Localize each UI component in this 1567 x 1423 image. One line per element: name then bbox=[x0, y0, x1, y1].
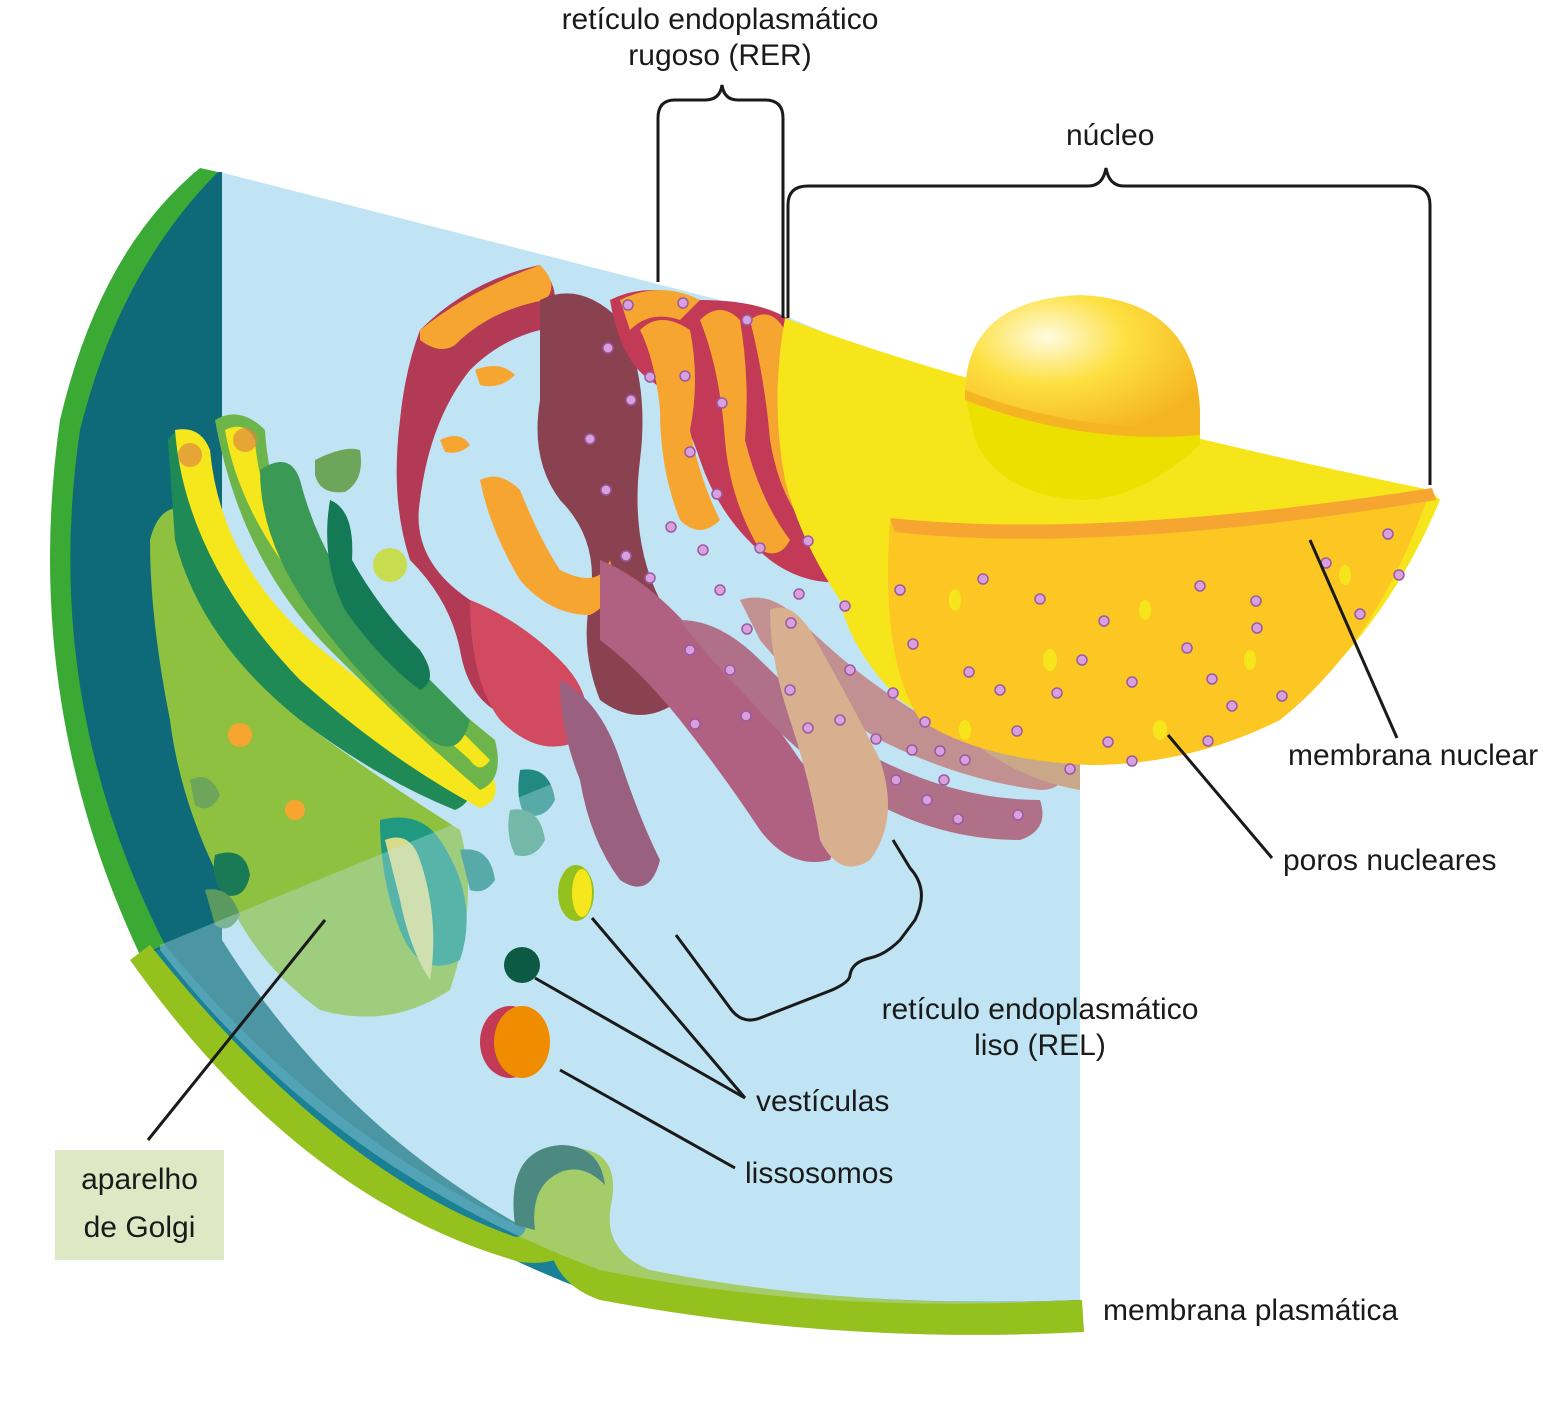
nucleus bbox=[777, 295, 1440, 765]
rel-label-line2: liso (REL) bbox=[974, 1029, 1106, 1062]
plasma-membrane bbox=[50, 168, 218, 955]
rer-label-line2: rugoso (RER) bbox=[628, 39, 812, 72]
membrana-nuclear-leader bbox=[1308, 539, 1399, 739]
membrana-plasmatica-label: membrana plasmática bbox=[1103, 1294, 1399, 1327]
rel-label-line1: retículo endoplasmático bbox=[881, 993, 1199, 1026]
poros-nucleares-leader bbox=[1166, 734, 1274, 859]
cell-membrane-inner-band bbox=[56, 172, 1080, 1324]
rel-label: retículo endoplasmático liso (REL) bbox=[840, 992, 1240, 1064]
vesicle-dark bbox=[504, 947, 540, 983]
lissosomos-leader bbox=[559, 1068, 736, 1170]
golgi-label-line1: aparelho bbox=[81, 1163, 198, 1196]
poros-nucleares-label: poros nucleares bbox=[1283, 844, 1497, 877]
lysosome bbox=[480, 1006, 550, 1078]
rer-label: retículo endoplasmático rugoso (RER) bbox=[520, 2, 920, 74]
golgi-apparatus bbox=[150, 414, 555, 1017]
lissosomos-label: lissosomos bbox=[745, 1157, 894, 1190]
rer-label-line1: retículo endoplasmático bbox=[561, 3, 879, 36]
golgi-leader bbox=[146, 919, 327, 1141]
golgi-label: aparelho de Golgi bbox=[55, 1156, 224, 1252]
endocytosis-pocket bbox=[513, 1145, 605, 1230]
rer-bracket bbox=[656, 84, 785, 318]
rel-bracket bbox=[674, 839, 923, 1022]
nucleo-label: núcleo bbox=[1066, 119, 1155, 152]
membrana-nuclear-label: membrana nuclear bbox=[1288, 739, 1539, 772]
vesicle-green bbox=[558, 865, 594, 921]
vesiculas-label: vestículas bbox=[756, 1085, 890, 1118]
nucleus-bracket bbox=[786, 167, 1432, 485]
golgi-label-line2: de Golgi bbox=[83, 1211, 196, 1244]
vesiculas-leader-green bbox=[590, 917, 747, 1099]
ribosomes bbox=[584, 297, 1405, 825]
plasma-membrane-lower bbox=[130, 945, 1084, 1335]
vesiculas-leader-dark bbox=[534, 976, 746, 1100]
golgi-label-box: aparelho de Golgi bbox=[55, 1150, 224, 1260]
